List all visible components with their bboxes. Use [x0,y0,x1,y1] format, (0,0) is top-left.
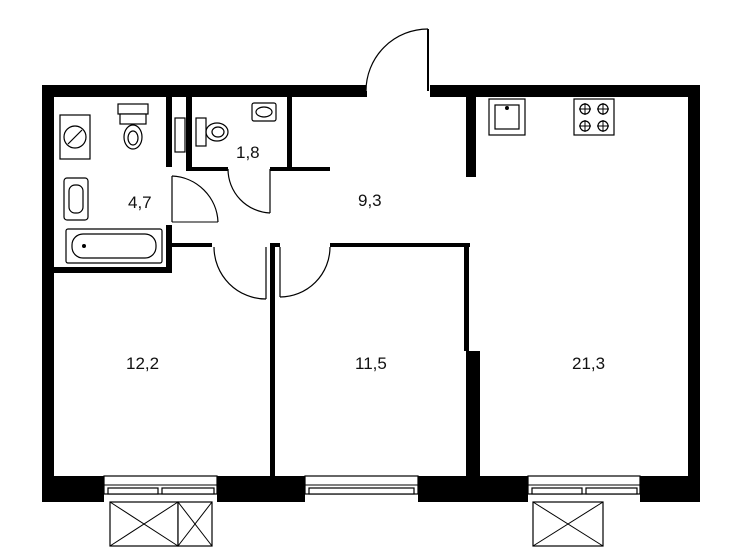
balcony-icon [532,501,604,547]
room-area-hallway: 9,3 [358,191,382,210]
balcony-icon [109,501,213,547]
sink-icon [63,177,89,221]
outer-walls [42,85,700,502]
interior-doors [171,168,331,300]
room-area-toilet: 1,8 [236,143,260,162]
room-area-bedroom-middle: 11,5 [355,354,387,373]
room-area-bathroom: 4,7 [128,193,152,212]
room-area-kitchen-living: 21,3 [572,354,605,373]
interior-walls [54,97,480,476]
washing-machine-icon [59,114,91,160]
entrance-door [365,28,429,97]
toilet-icon [195,117,229,147]
window-icon [304,475,419,495]
bathroom-shelf [174,117,186,153]
kitchen-sink-icon [488,98,526,136]
room-area-bedroom-left: 12,2 [126,354,159,373]
window-icon [527,475,641,495]
window-icon [103,475,218,495]
stove-icon [573,98,615,136]
bathtub-icon [65,228,163,264]
toilet-icon [117,103,149,150]
sink-icon [251,102,277,122]
